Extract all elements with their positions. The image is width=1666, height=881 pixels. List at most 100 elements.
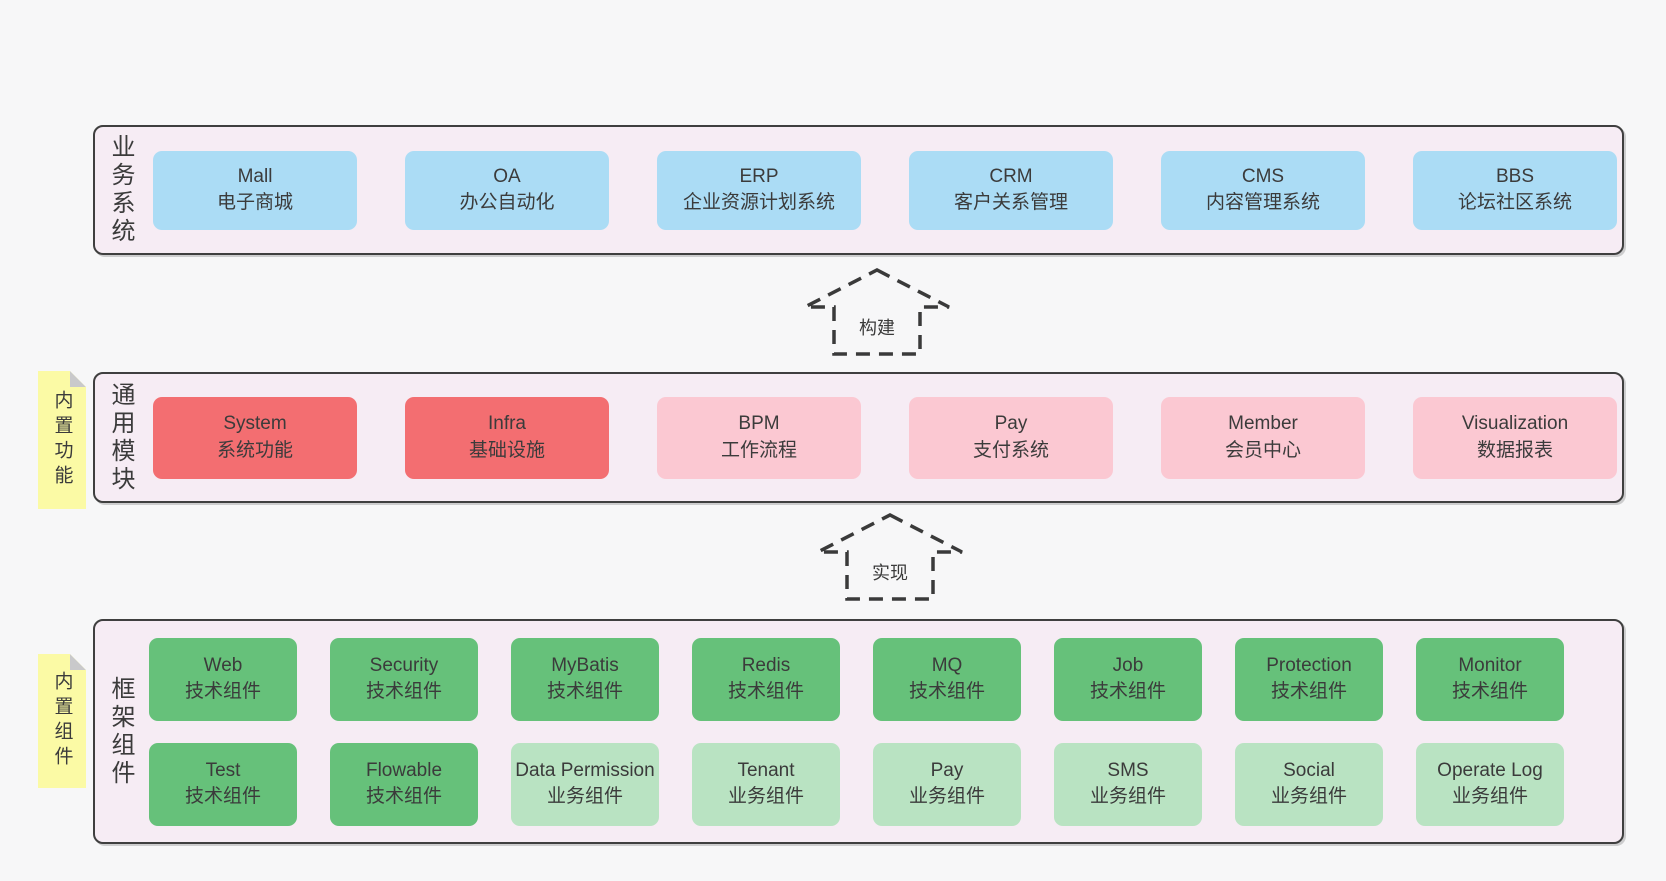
box-subtitle: 业务组件 — [727, 786, 804, 807]
implement-arrow-label: 实现 — [869, 559, 911, 585]
box-title: Web — [203, 654, 243, 676]
box-erp: ERP 企业资源计划系统 — [657, 150, 861, 230]
up-arrow-icon — [804, 268, 950, 356]
panel-label-text: 框架组件 — [107, 675, 134, 788]
box-oa: OA 办公自动化 — [405, 150, 609, 230]
panel-label-framework-components: 框架组件 — [95, 621, 145, 842]
box-title: Pay — [930, 759, 964, 781]
box-sms: SMS 业务组件 — [1054, 742, 1202, 826]
sticky-note-built-in-features: 内置功能 — [38, 371, 86, 509]
business-systems-panel: 业务系统 Mall 电子商城 OA 办公自动化 ERP 企业资源计划系统 CRM… — [93, 125, 1624, 255]
box-flowable: Flowable 技术组件 — [330, 742, 478, 826]
box-title: Redis — [741, 654, 791, 676]
box-cms: CMS 内容管理系统 — [1161, 150, 1365, 230]
box-subtitle: 技术组件 — [184, 681, 261, 702]
sticky-note-built-in-components: 内置组件 — [38, 654, 86, 788]
box-title: ERP — [739, 165, 779, 187]
box-subtitle: 技术组件 — [727, 681, 804, 702]
panel-label-text: 通用模块 — [107, 381, 134, 494]
box-title: Pay — [994, 413, 1028, 435]
box-protection: Protection 技术组件 — [1235, 637, 1383, 721]
box-title: CMS — [1241, 165, 1285, 187]
box-title: Visualization — [1461, 413, 1569, 435]
common-modules-panel: 通用模块 System 系统功能 Infra 基础设施 BPM 工作流程 Pay… — [93, 372, 1624, 503]
box-monitor: Monitor 技术组件 — [1416, 637, 1564, 721]
box-subtitle: 技术组件 — [365, 786, 442, 807]
box-title: OA — [493, 165, 521, 187]
box-pay: Pay 支付系统 — [909, 396, 1113, 479]
box-subtitle: 工作流程 — [720, 439, 797, 461]
box-title: Flowable — [365, 759, 443, 781]
framework-components-panel: 框架组件 Web 技术组件 Security 技术组件 MyBatis 技术组件… — [93, 619, 1624, 844]
box-subtitle: 技术组件 — [1089, 681, 1166, 702]
sticky-note-text: 内置功能 — [51, 390, 73, 490]
box-title: System — [223, 413, 287, 435]
box-subtitle: 论坛社区系统 — [1457, 192, 1572, 213]
note-fold-corner-icon — [70, 654, 86, 670]
box-subtitle: 企业资源计划系统 — [682, 192, 835, 213]
box-mybatis: MyBatis 技术组件 — [511, 637, 659, 721]
business-systems-boxes: Mall 电子商城 OA 办公自动化 ERP 企业资源计划系统 CRM 客户关系… — [145, 127, 1622, 253]
box-member: Member 会员中心 — [1161, 396, 1365, 479]
panel-label-business-systems: 业务系统 — [95, 127, 145, 253]
box-subtitle: 技术组件 — [184, 786, 261, 807]
build-arrow: 构建 — [797, 266, 957, 358]
box-social: Social 业务组件 — [1235, 742, 1383, 826]
box-subtitle: 技术组件 — [365, 681, 442, 702]
box-subtitle: 业务组件 — [1089, 786, 1166, 807]
implement-arrow: 实现 — [810, 511, 970, 603]
box-tenant: Tenant 业务组件 — [692, 742, 840, 826]
box-system: System 系统功能 — [153, 396, 357, 479]
box-title: Protection — [1266, 654, 1352, 676]
box-subtitle: 办公自动化 — [459, 192, 555, 213]
box-bpm: BPM 工作流程 — [657, 396, 861, 479]
up-arrow-icon — [817, 513, 963, 601]
box-subtitle: 基础设施 — [468, 439, 545, 461]
box-subtitle: 客户关系管理 — [953, 192, 1068, 213]
box-subtitle: 业务组件 — [1451, 786, 1528, 807]
framework-components-row-1: Web 技术组件 Security 技术组件 MyBatis 技术组件 Redi… — [149, 637, 1622, 721]
box-title: BPM — [738, 413, 780, 435]
panel-label-text: 业务系统 — [107, 134, 134, 246]
box-pay-business: Pay 业务组件 — [873, 742, 1021, 826]
box-mq: MQ 技术组件 — [873, 637, 1021, 721]
box-subtitle: 会员中心 — [1224, 439, 1301, 461]
box-subtitle: 业务组件 — [1270, 786, 1347, 807]
box-bbs: BBS 论坛社区系统 — [1413, 150, 1617, 230]
sticky-note-text: 内置组件 — [51, 671, 73, 771]
framework-components-grid: Web 技术组件 Security 技术组件 MyBatis 技术组件 Redi… — [145, 621, 1622, 842]
box-redis: Redis 技术组件 — [692, 637, 840, 721]
box-test: Test 技术组件 — [149, 742, 297, 826]
box-title: BBS — [1495, 165, 1535, 187]
box-title: Mall — [237, 165, 273, 187]
box-subtitle: 技术组件 — [1270, 681, 1347, 702]
box-subtitle: 业务组件 — [546, 786, 623, 807]
box-title: MQ — [931, 654, 963, 676]
box-title: Operate Log — [1437, 759, 1543, 781]
box-mall: Mall 电子商城 — [153, 150, 357, 230]
box-web: Web 技术组件 — [149, 637, 297, 721]
box-title: SMS — [1107, 759, 1149, 781]
box-subtitle: 数据报表 — [1476, 439, 1553, 461]
note-fold-corner-icon — [70, 371, 86, 387]
box-security: Security 技术组件 — [330, 637, 478, 721]
box-subtitle: 技术组件 — [1451, 681, 1528, 702]
box-title: Security — [369, 654, 439, 676]
box-visualization: Visualization 数据报表 — [1413, 396, 1617, 479]
panel-label-common-modules: 通用模块 — [95, 374, 145, 501]
box-subtitle: 系统功能 — [216, 439, 293, 461]
box-title: CRM — [989, 165, 1033, 187]
framework-components-row-2: Test 技术组件 Flowable 技术组件 Data Permission … — [149, 742, 1622, 826]
box-subtitle: 业务组件 — [908, 786, 985, 807]
box-title: Tenant — [737, 759, 795, 781]
box-title: Monitor — [1458, 654, 1522, 676]
box-title: Social — [1283, 759, 1335, 781]
box-subtitle: 支付系统 — [972, 439, 1049, 461]
box-subtitle: 电子商城 — [216, 192, 293, 213]
box-subtitle: 技术组件 — [908, 681, 985, 702]
box-subtitle: 技术组件 — [546, 681, 623, 702]
box-crm: CRM 客户关系管理 — [909, 150, 1113, 230]
box-title: Data Permission — [515, 759, 655, 781]
box-title: MyBatis — [551, 654, 619, 676]
box-title: Job — [1112, 654, 1144, 676]
